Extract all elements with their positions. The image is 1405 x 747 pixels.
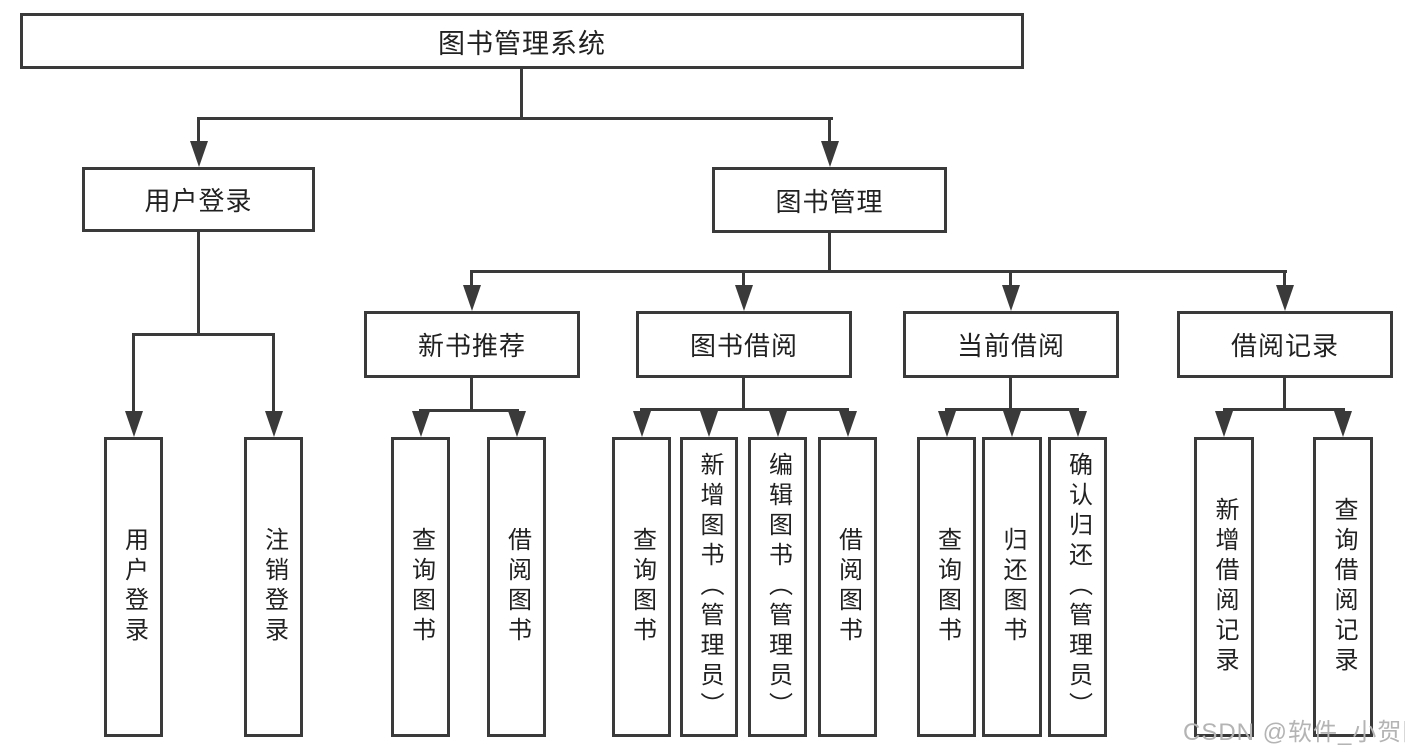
arrow-to-leaf-query-book-3 <box>938 411 956 437</box>
arrow-to-leaf-query-book-2 <box>633 411 651 437</box>
node-borrow-records: 借阅记录 <box>1177 311 1393 378</box>
connector-level2-bar <box>198 117 833 120</box>
leaf-user-login: 用户登录 <box>104 437 163 737</box>
connector-user-login-stem <box>197 117 200 143</box>
arrow-to-leaf-query-book-1 <box>412 411 430 437</box>
connector-leaf-logout-stem <box>272 333 275 413</box>
node-book-management: 图书管理 <box>712 167 947 233</box>
leaf-return-book: 归还图书 <box>982 437 1042 737</box>
leaf-query-book-3: 查询图书 <box>917 437 976 737</box>
arrow-to-leaf-edit-book <box>769 411 787 437</box>
node-new-book-recommend: 新书推荐 <box>364 311 580 378</box>
arrow-to-leaf-query-record <box>1334 411 1352 437</box>
leaf-query-borrow-record: 查询借阅记录 <box>1313 437 1373 737</box>
connector-borrow-records-down <box>1283 378 1286 411</box>
leaf-borrow-book-2: 借阅图书 <box>818 437 877 737</box>
arrow-to-leaf-logout <box>265 411 283 437</box>
node-current-borrow-label: 当前借阅 <box>956 331 1065 361</box>
connector-level3-bar <box>471 270 1287 273</box>
connector-root-stem <box>520 69 523 120</box>
arrow-to-leaf-borrow-book-1 <box>508 411 526 437</box>
node-book-borrow-label: 图书借阅 <box>689 331 798 361</box>
arrow-to-user-login <box>190 141 208 167</box>
leaf-borrow-book-1-label: 借阅图书 <box>503 527 531 647</box>
node-user-login-label: 用户登录 <box>144 186 253 216</box>
leaf-borrow-book-2-label: 借阅图书 <box>834 527 862 647</box>
leaf-confirm-return-admin-label: 确认归还（管理员） <box>1064 452 1092 722</box>
node-current-borrow: 当前借阅 <box>903 311 1119 378</box>
connector-book-borrow-stem <box>742 270 745 287</box>
connector-current-borrow-bar <box>945 408 1079 411</box>
node-user-login: 用户登录 <box>82 167 315 232</box>
leaf-add-book-admin-label: 新增图书（管理员） <box>696 452 723 722</box>
leaf-query-book-3-label: 查询图书 <box>933 527 961 647</box>
leaf-logout: 注销登录 <box>244 437 303 737</box>
connector-new-book-stem <box>470 270 473 287</box>
arrow-to-leaf-user-login <box>125 411 143 437</box>
connector-new-book-down <box>470 378 473 412</box>
leaf-add-book-admin: 新增图书（管理员） <box>680 437 738 737</box>
arrow-to-leaf-confirm-return <box>1069 411 1087 437</box>
node-root: 图书管理系统 <box>20 13 1024 69</box>
connector-current-borrow-down <box>1009 378 1012 411</box>
arrow-to-book-borrow <box>735 285 753 311</box>
leaf-query-book-2-label: 查询图书 <box>628 527 656 647</box>
leaf-user-login-label: 用户登录 <box>120 527 148 647</box>
arrow-to-leaf-return-book <box>1003 411 1021 437</box>
connector-book-borrow-bar <box>640 408 849 411</box>
leaf-query-book-2: 查询图书 <box>612 437 671 737</box>
arrow-to-current-borrow <box>1002 285 1020 311</box>
leaf-return-book-label: 归还图书 <box>999 527 1026 647</box>
leaf-add-borrow-record-label: 新增借阅记录 <box>1211 497 1238 677</box>
csdn-watermark: CSDN @软件_小贺同学 <box>1183 719 1405 746</box>
node-root-label: 图书管理系统 <box>438 28 606 59</box>
node-book-borrow: 图书借阅 <box>636 311 852 378</box>
leaf-add-borrow-record: 新增借阅记录 <box>1194 437 1254 737</box>
leaf-query-book-1: 查询图书 <box>391 437 450 737</box>
leaf-borrow-book-1: 借阅图书 <box>487 437 546 737</box>
connector-borrow-records-stem <box>1283 270 1286 287</box>
connector-book-borrow-down <box>742 378 745 411</box>
arrow-to-leaf-add-book <box>700 411 718 437</box>
arrow-to-leaf-borrow-book-2 <box>839 411 857 437</box>
arrow-to-book-management <box>821 141 839 167</box>
leaf-confirm-return-admin: 确认归还（管理员） <box>1048 437 1107 737</box>
leaf-query-borrow-record-label: 查询借阅记录 <box>1330 497 1357 677</box>
leaf-logout-label: 注销登录 <box>260 527 288 647</box>
connector-new-book-bar <box>419 409 519 412</box>
connector-leaf-user-login-stem <box>132 333 135 413</box>
node-borrow-records-label: 借阅记录 <box>1230 331 1339 361</box>
arrow-to-borrow-records <box>1276 285 1294 311</box>
leaf-edit-book-admin: 编辑图书（管理员） <box>748 437 807 737</box>
node-new-book-recommend-label: 新书推荐 <box>417 331 526 361</box>
arrow-to-leaf-add-record <box>1215 411 1233 437</box>
connector-book-management-stem <box>828 117 831 143</box>
connector-borrow-records-bar <box>1223 408 1345 411</box>
leaf-query-book-1-label: 查询图书 <box>407 527 435 647</box>
node-book-management-label: 图书管理 <box>775 186 884 217</box>
connector-book-management-down <box>828 233 831 273</box>
leaf-edit-book-admin-label: 编辑图书（管理员） <box>764 452 792 722</box>
connector-user-login-bar <box>133 333 275 336</box>
connector-user-login-down <box>197 232 200 336</box>
connector-current-borrow-stem <box>1009 270 1012 287</box>
arrow-to-new-book-recommend <box>463 285 481 311</box>
